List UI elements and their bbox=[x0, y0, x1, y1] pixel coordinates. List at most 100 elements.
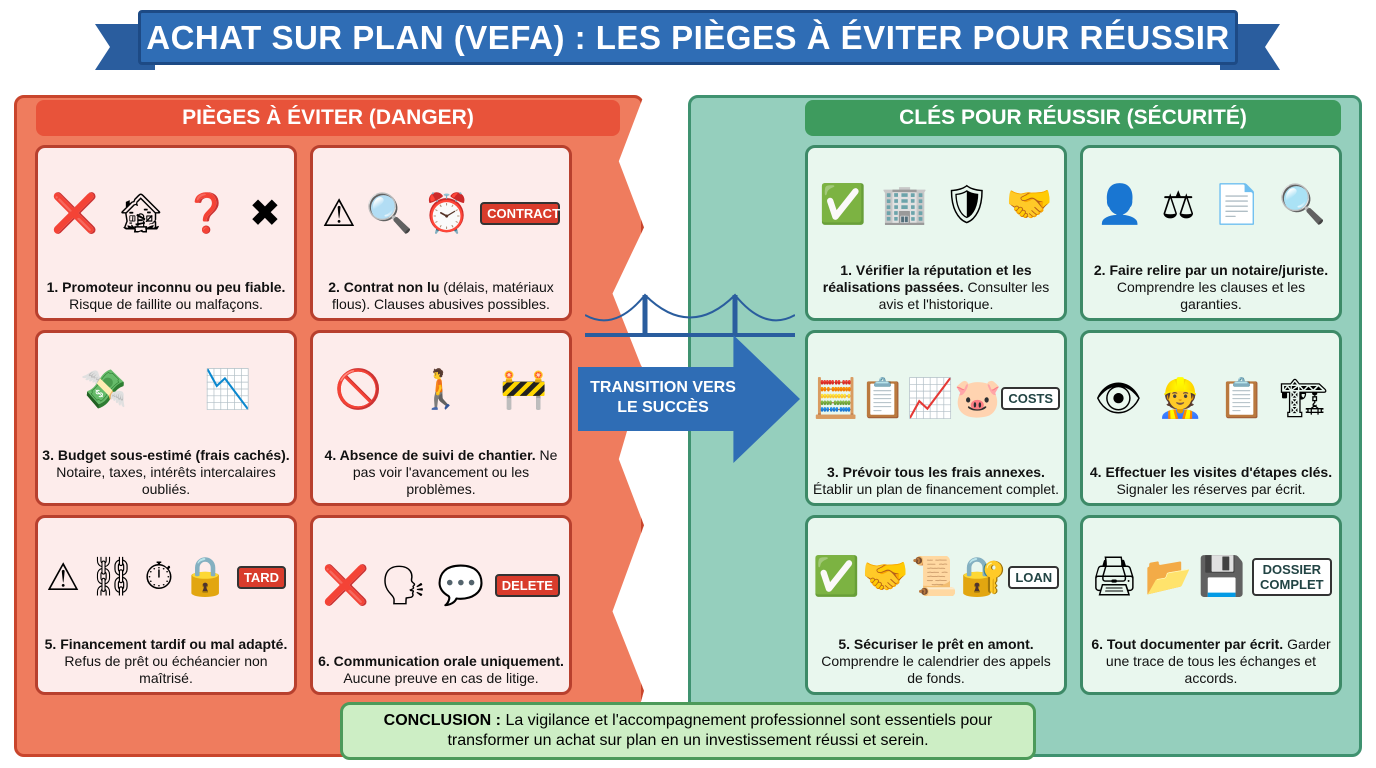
illustration-icon: 📋 bbox=[859, 377, 907, 420]
page-title: ACHAT SUR PLAN (VEFA) : LES PIÈGES À ÉVI… bbox=[138, 10, 1238, 65]
card-caption: 2. Faire relire par un notaire/juriste. … bbox=[1087, 262, 1335, 313]
card-caption: 4. Effectuer les visites d'étapes clés. … bbox=[1087, 464, 1335, 498]
card-caption: 5. Financement tardif ou mal adapté. Ref… bbox=[42, 636, 290, 687]
illustration-icon: ✅ bbox=[812, 556, 861, 598]
card-illustration: 🚫 🚶 🚧 bbox=[317, 333, 565, 447]
illustration-icon: 🚧 bbox=[499, 369, 548, 411]
card-caption: 3. Budget sous-estimé (frais cachés). No… bbox=[42, 447, 290, 498]
illustration-label: LOAN bbox=[1008, 565, 1060, 589]
card-caption: 4. Absence de suivi de chantier. Ne pas … bbox=[317, 447, 565, 498]
illustration-icon: 🖨 bbox=[1090, 556, 1139, 598]
illustration-icon: 🏚 bbox=[116, 192, 166, 235]
illustration-icon: 💸 bbox=[80, 369, 128, 411]
card-title: 3. Budget sous-estimé (frais cachés). bbox=[42, 447, 290, 463]
illustration-icon: ❓ bbox=[183, 192, 231, 235]
card-description: Aucune preuve en cas de litige. bbox=[343, 670, 539, 686]
card-description: Signaler les réserves par écrit. bbox=[1116, 481, 1306, 497]
bridge-icon bbox=[585, 293, 795, 337]
illustration-icon: 👤 bbox=[1095, 184, 1144, 226]
illustration-icon: ⚠ bbox=[45, 556, 81, 599]
card-title: 3. Prévoir tous les frais annexes. bbox=[827, 464, 1045, 480]
illustration-icon: 👷 bbox=[1156, 377, 1204, 420]
card-title: 4. Absence de suivi de chantier. bbox=[324, 447, 536, 463]
illustration-icon: 🔐 bbox=[959, 556, 1007, 598]
illustration-label: COSTS bbox=[1001, 387, 1060, 410]
conclusion-text: La vigilance et l'accompagnement profess… bbox=[447, 712, 993, 749]
conclusion-label: CONCLUSION : bbox=[383, 712, 501, 729]
illustration-icon: 🔍 bbox=[365, 192, 414, 235]
card-description: Risque de faillite ou malfaçons. bbox=[69, 296, 263, 312]
illustration-icon: 🏢 bbox=[880, 184, 929, 226]
illustration-icon: 🚶 bbox=[417, 369, 465, 411]
illustration-icon: ❌ bbox=[321, 564, 370, 607]
danger-header: PIÈGES À ÉVITER (DANGER) bbox=[36, 100, 620, 136]
illustration-label: DELETE bbox=[494, 574, 560, 597]
illustration-icon: ⛓ bbox=[87, 556, 137, 598]
card-illustration: 👤 ⚖ 📄 🔍 bbox=[1087, 148, 1335, 262]
illustration-icon: 📂 bbox=[1144, 556, 1192, 598]
card-caption: 6. Tout documenter par écrit. Garder une… bbox=[1087, 636, 1335, 687]
illustration-icon: 🐷 bbox=[953, 377, 1002, 420]
card-caption: 1. Vérifier la réputation et les réalisa… bbox=[812, 262, 1060, 313]
card-description: Consulter les avis et l'historique. bbox=[878, 279, 1050, 312]
card-illustration: ⚠🔍⏰CONTRACT bbox=[317, 148, 565, 279]
illustration-icon: 👁 bbox=[1094, 377, 1143, 420]
card-title: 6. Tout documenter par écrit. bbox=[1091, 636, 1284, 652]
illustration-label: CONTRACT bbox=[480, 202, 561, 225]
illustration-icon: 🛡 bbox=[942, 184, 991, 226]
card-description: Notaire, taxes, intérêts intercalaires o… bbox=[56, 464, 276, 497]
card-illustration: 🧮📋📈🐷COSTSfraistaxes,intérêts bbox=[812, 333, 1060, 464]
success-card: 👤 ⚖ 📄 🔍 2. Faire relire par un notaire/juris… bbox=[1080, 145, 1342, 321]
card-title: 1. Vérifier la réputation et les réalisa… bbox=[822, 262, 1032, 295]
card-illustration: 🖨📂💾DOSSIER COMPLET bbox=[1087, 518, 1335, 636]
illustration-icon: ✅ bbox=[819, 184, 867, 226]
card-illustration: 💸📉 bbox=[42, 333, 290, 447]
danger-card: 🚫 🚶 🚧 4. Absence de suivi de chantier. Ne p… bbox=[310, 330, 572, 506]
illustration-icon: 💬 bbox=[437, 564, 485, 607]
card-description: Établir un plan de financement complet. bbox=[813, 481, 1059, 497]
card-illustration: ⚠⛓⏱🔒 TARD bbox=[42, 518, 290, 636]
illustration-icon: 🚫 bbox=[334, 369, 382, 411]
card-title: 5. Sécuriser le prêt en amont. bbox=[838, 636, 1034, 652]
illustration-icon: 🔍 bbox=[1278, 184, 1326, 226]
card-illustration: ❌🏚❓✖ bbox=[42, 148, 290, 279]
illustration-icon: 🤝 bbox=[861, 556, 909, 598]
card-title: 2. Faire relire par un notaire/juriste. bbox=[1093, 262, 1329, 278]
illustration-icon: 🏗 bbox=[1279, 377, 1328, 420]
illustration-icon: 🔒 bbox=[181, 556, 229, 598]
card-caption: 2. Contrat non lu (délais, matériaux flo… bbox=[317, 279, 565, 313]
card-description: (délais, matériaux flous). Clauses abusi… bbox=[332, 279, 554, 312]
card-caption: 6. Communication orale uniquement. Aucun… bbox=[317, 653, 565, 687]
illustration-icon: 💾 bbox=[1198, 556, 1246, 598]
success-card: 🧮📋📈🐷COSTSfraistaxes,intérêts3. Prévoir t… bbox=[805, 330, 1067, 506]
card-title: 5. Financement tardif ou mal adapté. bbox=[44, 636, 288, 652]
card-title: 1. Promoteur inconnu ou peu fiable. bbox=[46, 279, 286, 295]
success-card: 👁👷📋🏗4. Effectuer les visites d'étapes cl… bbox=[1080, 330, 1342, 506]
illustration-icon: ⚖ bbox=[1161, 184, 1196, 227]
danger-card: ❌🏚❓✖1. Promoteur inconnu ou peu fiable. … bbox=[35, 145, 297, 321]
card-title: 2. Contrat non lu bbox=[328, 279, 440, 295]
card-title: 6. Communication orale uniquement. bbox=[318, 653, 564, 669]
illustration-icon: ⚠ bbox=[321, 193, 356, 235]
illustration-icon: ✖ bbox=[249, 193, 281, 235]
card-illustration: 👁👷📋🏗 bbox=[1087, 333, 1335, 464]
card-illustration: ✅🤝📜🔐LOAN bbox=[812, 518, 1060, 636]
illustration-icon: 🗣 bbox=[379, 564, 428, 607]
illustration-icon: 📜 bbox=[910, 556, 958, 598]
illustration-icon: 🤝 bbox=[1005, 184, 1053, 226]
illustration-icon: 🧮 bbox=[812, 377, 860, 420]
danger-card: 💸📉3. Budget sous-estimé (frais cachés). … bbox=[35, 330, 297, 506]
illustration-icon: 📄 bbox=[1213, 184, 1261, 226]
success-header: CLÉS POUR RÉUSSIR (SÉCURITÉ) bbox=[805, 100, 1341, 136]
card-caption: 1. Promoteur inconnu ou peu fiable. Risq… bbox=[42, 279, 290, 313]
illustration-label: TARD bbox=[236, 565, 287, 589]
success-card: ✅ 🏢 🛡 🤝 1. Vérifier la réputation et les réa… bbox=[805, 145, 1067, 321]
card-illustration: ❌🗣💬 DELETE bbox=[317, 518, 565, 653]
illustration-icon: ⏱ bbox=[144, 555, 174, 598]
card-title: 4. Effectuer les visites d'étapes clés. bbox=[1089, 464, 1333, 480]
illustration-icon: 📈 bbox=[906, 377, 954, 420]
card-caption: 3. Prévoir tous les frais annexes. Établ… bbox=[812, 464, 1060, 498]
